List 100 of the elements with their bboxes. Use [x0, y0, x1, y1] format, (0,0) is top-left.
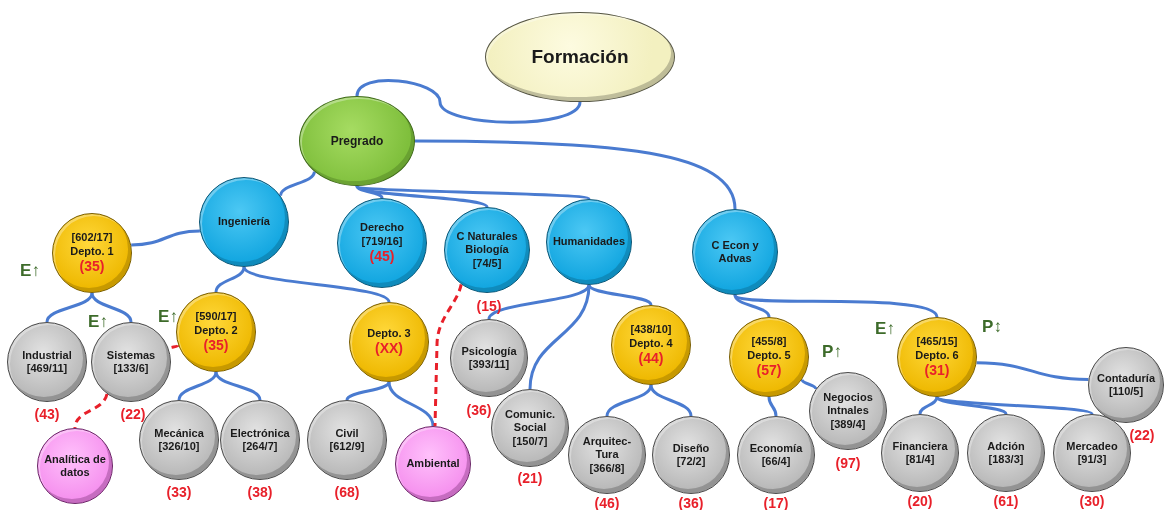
node-label: C Econ y Advas: [710, 238, 760, 266]
node-label: [81/4]: [905, 453, 935, 467]
count-label: (61): [993, 493, 1019, 509]
count-label: (97): [835, 455, 861, 471]
node-label: [72/2]: [676, 455, 706, 469]
connector-line: [355, 79, 582, 124]
node-label: Depto. 6: [915, 348, 959, 362]
node-label: Mercadeo: [1066, 439, 1118, 453]
count-label: (35): [203, 336, 229, 354]
node-label: Mecánica: [154, 426, 204, 440]
node-label: [455/8]: [751, 335, 787, 349]
node-label: Depto. 1: [70, 244, 114, 258]
connector-line: [587, 284, 653, 306]
count-label: (XX): [375, 340, 403, 357]
count-label: (22): [120, 406, 146, 422]
connector-line: [45, 292, 94, 323]
connector-line: [214, 266, 246, 293]
node-label: Depto. 5: [747, 348, 791, 362]
node-label: Analítica de datos: [43, 452, 107, 480]
connector-line: [355, 184, 489, 209]
connector-line: [242, 266, 391, 303]
count-label: (36): [678, 495, 704, 510]
status-label: P↕: [982, 317, 1002, 337]
connector-line: [214, 371, 262, 401]
count-label: (15): [476, 298, 502, 314]
node-label: [366/8]: [589, 461, 625, 475]
node-label: [110/5]: [1108, 385, 1144, 399]
node-label: Derecho: [360, 221, 404, 235]
connector-line: [733, 294, 771, 318]
count-label: (57): [756, 361, 782, 379]
count-label: (20): [907, 493, 933, 509]
status-label: E↑: [88, 312, 108, 332]
node-label: [133/6]: [113, 362, 149, 376]
node-label: Comunic. Social: [503, 408, 557, 435]
node-label: Electrónica: [230, 426, 290, 440]
status-label: E↑: [158, 307, 178, 327]
node-label: Ambiental: [406, 457, 460, 471]
connector-line: [935, 396, 1008, 415]
node-label: [469/11]: [26, 362, 68, 376]
connector-line: [279, 171, 316, 197]
dashed-connector: [433, 284, 463, 427]
count-label: (38): [247, 484, 273, 500]
connector-line: [90, 292, 133, 323]
count-label: (45): [369, 247, 395, 265]
node-label: Financiera: [892, 439, 948, 453]
dashed-connector: [168, 344, 179, 350]
node-label: Pregrado: [330, 133, 384, 149]
connector-line: [387, 381, 435, 427]
node-label: Formación: [531, 45, 629, 69]
node-label: Sistemas: [106, 348, 156, 362]
connector-line: [918, 396, 939, 415]
count-label: (36): [466, 402, 492, 418]
connector-line: [528, 284, 591, 390]
connector-line: [131, 229, 200, 247]
connector-line: [936, 395, 1093, 416]
connector-line: [649, 384, 693, 417]
connector-line: [605, 384, 653, 417]
node-label: Psicología: [461, 344, 517, 358]
count-label: (31): [924, 361, 950, 379]
node-label: Economía: [749, 441, 803, 455]
node-label: Industrial: [22, 348, 72, 362]
node-label: Ingeniería: [218, 215, 270, 229]
node-label: [74/5]: [472, 256, 502, 270]
node-label: [389/4]: [830, 417, 866, 431]
connector-line: [976, 361, 1089, 381]
node-label: [91/3]: [1077, 453, 1107, 467]
node-label: Depto. 4: [629, 336, 673, 350]
count-label: (30): [1079, 493, 1105, 509]
node-label: [612/9]: [329, 440, 365, 454]
connector-line: [767, 396, 778, 417]
node-label: C Naturales Biología: [455, 230, 519, 257]
node-label: [590/17]: [195, 310, 237, 324]
node-label: [602/17]: [71, 231, 113, 245]
count-label: (44): [638, 349, 664, 367]
count-label: (33): [166, 484, 192, 500]
node-label: Adción: [987, 439, 1025, 453]
count-label: (68): [334, 484, 360, 500]
connector-line: [177, 371, 218, 401]
connector-line: [734, 293, 939, 318]
node-label: [66/4]: [761, 455, 791, 469]
status-label: E↑: [20, 261, 40, 281]
node-label: [150/7]: [512, 434, 548, 448]
node-label: [719/16]: [361, 234, 403, 248]
node-label: [393/11]: [468, 358, 510, 372]
count-label: (17): [763, 495, 789, 510]
count-label: (22): [1129, 427, 1155, 443]
node-label: [465/15]: [916, 335, 958, 349]
node-label: Humanidades: [552, 235, 626, 249]
count-label: (35): [79, 257, 105, 275]
node-label: [326/10]: [158, 440, 200, 454]
connector-line: [415, 139, 737, 210]
node-label: [438/10]: [630, 323, 672, 337]
node-label: [264/7]: [242, 440, 278, 454]
node-label: Depto. 3: [367, 327, 411, 341]
node-label: Negocios Intnales: [822, 391, 874, 418]
status-label: P↑: [822, 342, 842, 362]
count-label: (46): [594, 495, 620, 510]
status-label: E↑: [875, 319, 895, 339]
node-label: Civil: [335, 426, 359, 440]
node-label: Contaduría: [1096, 371, 1156, 385]
